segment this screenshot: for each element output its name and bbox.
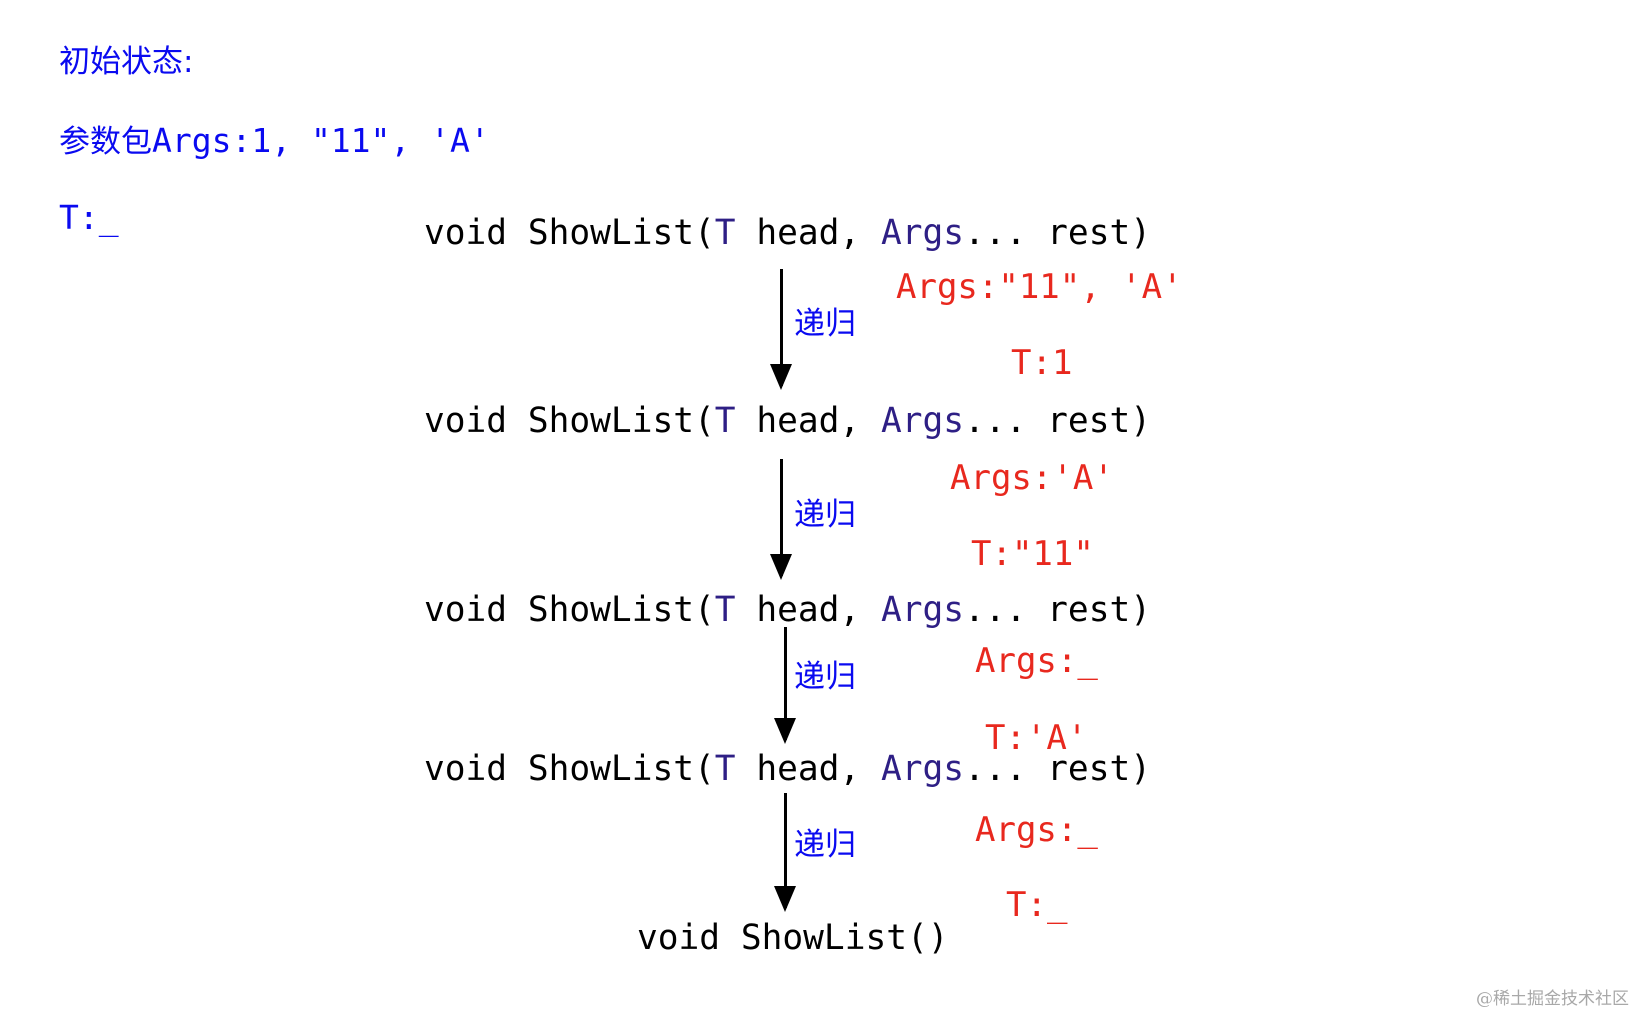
sig-args: Args	[880, 749, 965, 789]
step-3-t: T:'A'	[985, 718, 1088, 758]
sig-suffix: ... rest)	[964, 590, 1152, 630]
code-line-3: void ShowList(T head, Args... rest)	[424, 593, 1151, 628]
recursion-label: 递归	[794, 659, 856, 695]
step-4-args: Args:_	[975, 810, 1098, 850]
step-1-args: Args:"11", 'A'	[896, 267, 1183, 307]
sig-mid: head,	[735, 749, 881, 789]
arrow-down-icon	[774, 627, 796, 744]
step-4-t: T:_	[1006, 885, 1068, 925]
arrow-down-icon	[770, 269, 792, 390]
arrow-down-icon	[774, 793, 796, 912]
sig-suffix: ... rest)	[964, 213, 1152, 253]
initial-pack: 参数包Args:1, "11", 'A'	[59, 124, 490, 158]
sig-type: T	[714, 749, 736, 789]
sig-prefix: void ShowList(	[424, 401, 715, 441]
code-line-2: void ShowList(T head, Args... rest)	[424, 404, 1151, 439]
sig-type: T	[714, 590, 736, 630]
sig-suffix: ... rest)	[964, 749, 1152, 789]
initial-t: T:_	[59, 198, 119, 237]
sig-mid: head,	[735, 401, 881, 441]
recursion-label: 递归	[794, 497, 856, 533]
step-2-t: T:"11"	[971, 534, 1094, 574]
sig-mid: head,	[735, 213, 881, 253]
sig-type: T	[714, 213, 736, 253]
base-case-line: void ShowList()	[637, 918, 949, 958]
sig-prefix: void ShowList(	[424, 590, 715, 630]
recursion-label: 递归	[794, 306, 856, 342]
step-1-t: T:1	[1011, 343, 1073, 383]
sig-args: Args	[880, 590, 965, 630]
sig-prefix: void ShowList(	[424, 749, 715, 789]
sig-prefix: void ShowList(	[424, 213, 715, 253]
arrow-down-icon	[770, 459, 792, 580]
initial-state-title: 初始状态:	[59, 44, 194, 80]
sig-suffix: ... rest)	[964, 401, 1152, 441]
pack-prefix: 参数包	[59, 124, 152, 160]
pack-value: Args:1, "11", 'A'	[152, 121, 490, 160]
sig-mid: head,	[735, 590, 881, 630]
sig-type: T	[714, 401, 736, 441]
sig-args: Args	[880, 401, 965, 441]
recursion-label: 递归	[794, 827, 856, 863]
code-line-1: void ShowList(T head, Args... rest)	[424, 216, 1151, 251]
step-2-args: Args:'A'	[950, 458, 1114, 498]
step-3-args: Args:_	[975, 641, 1098, 681]
watermark: @稀土掘金技术社区	[1476, 989, 1629, 1009]
sig-args: Args	[880, 213, 965, 253]
code-line-4: void ShowList(T head, Args... rest)	[424, 752, 1151, 787]
